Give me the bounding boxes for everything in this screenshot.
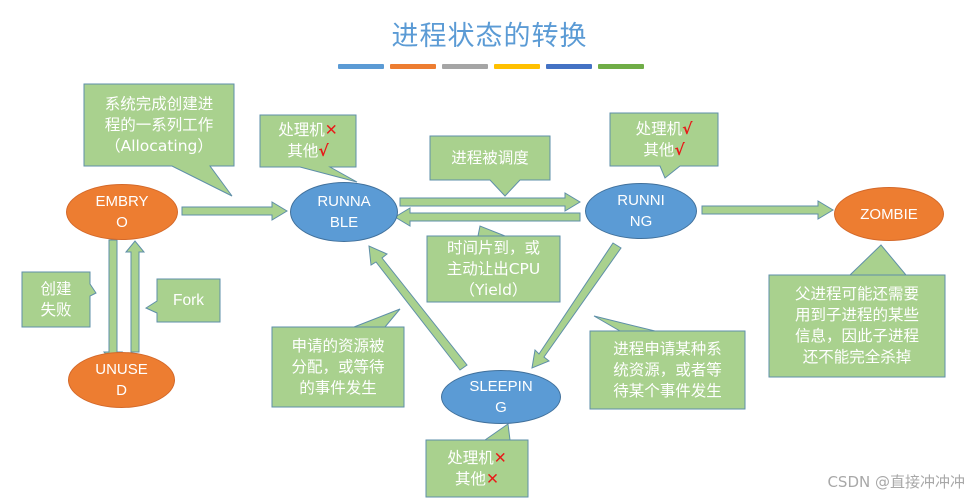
callout-sleeping-status-shape — [425, 423, 529, 498]
status-other-row: 其他✕ — [454, 469, 499, 488]
node-embryo: EMBRY O — [66, 184, 178, 240]
arrow-running-to-zombie — [701, 200, 834, 220]
callout-resource-request-shape — [589, 315, 746, 410]
page-title: 进程状态的转换 — [391, 21, 588, 52]
arrow-embryo-to-runnable — [181, 201, 288, 221]
accent-bar — [494, 64, 540, 69]
callout-fork-shape — [144, 278, 221, 323]
node-running: RUNNI NG — [585, 183, 697, 239]
accent-bar — [442, 64, 488, 69]
callout-create-fail: 创建 失败 — [40, 279, 72, 319]
status-cpu-row: 处理机✕ — [447, 448, 507, 467]
callout-running-status-shape — [609, 112, 719, 179]
node-sleeping: SLEEPIN G — [441, 370, 561, 424]
callout-running-status: 处理机√ 其他√ — [610, 113, 718, 166]
callout-runnable-status: 处理机✕ 其他√ — [260, 115, 356, 167]
check-icon: √ — [674, 140, 685, 159]
arrow-runnable-to-running — [399, 192, 581, 212]
accent-bars — [338, 64, 644, 69]
arrow-embryo-to-unused — [102, 239, 124, 364]
check-icon: √ — [318, 142, 329, 160]
callout-yield-shape — [426, 225, 561, 303]
status-other-row: 其他√ — [643, 140, 685, 159]
arrow-running-to-runnable — [394, 207, 581, 227]
node-runnable: RUNNA BLE — [290, 182, 398, 242]
arrow-unused-to-embryo — [124, 240, 146, 353]
accent-bar — [390, 64, 436, 69]
accent-bar — [338, 64, 384, 69]
callout-resource-request: 进程申请某种系 统资源，或者等 待某个事件发生 — [613, 339, 722, 400]
callout-allocating-shape — [83, 83, 235, 197]
callout-scheduled: 进程被调度 — [451, 148, 529, 167]
arrow-running-to-sleeping — [531, 242, 622, 369]
node-zombie: ZOMBIE — [834, 187, 944, 241]
status-other-row: 其他√ — [287, 142, 329, 160]
accent-bar — [546, 64, 592, 69]
callout-resource-granted-shape — [271, 308, 405, 408]
callout-fork: Fork — [173, 292, 204, 309]
status-cpu-row: 处理机✕ — [278, 121, 338, 139]
callout-scheduled-shape — [429, 135, 551, 197]
callout-yield: 时间片到，或 主动让出CPU （Yield） — [446, 238, 541, 299]
cross-icon: ✕ — [324, 121, 338, 139]
callout-sleeping-status: 处理机✕ 其他✕ — [426, 440, 528, 497]
arrow-sleeping-to-runnable — [368, 245, 468, 371]
status-cpu-row: 处理机√ — [635, 119, 693, 138]
callout-create-fail-shape — [21, 271, 97, 328]
callout-zombie-note-shape — [768, 244, 946, 378]
callout-zombie-note: 父进程可能还需要 用到子进程的某些 信息，因此子进程 还不能完全杀掉 — [794, 285, 919, 366]
accent-bar — [598, 64, 644, 69]
watermark: CSDN @直接冲冲冲 — [827, 473, 965, 491]
check-icon: √ — [682, 119, 693, 138]
cross-icon: ✕ — [493, 448, 507, 467]
cross-icon: ✕ — [486, 469, 499, 488]
node-unused: UNUSE D — [68, 352, 175, 408]
callout-resource-granted: 申请的资源被 分配，或等待 的事件发生 — [291, 336, 385, 397]
callout-runnable-status-shape — [259, 114, 358, 183]
callout-allocating: 系统完成创建进 程的一系列工作 （Allocating） — [104, 94, 214, 155]
